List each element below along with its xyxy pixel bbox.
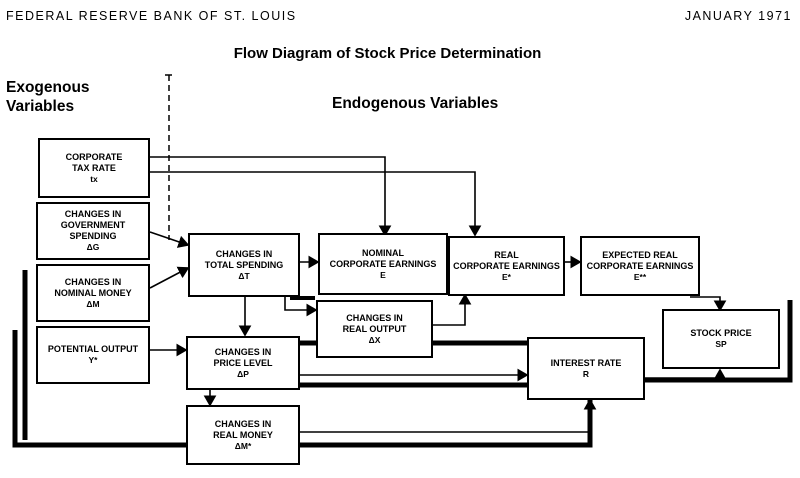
arrow-total-to-output <box>284 297 318 317</box>
box-real-output: Changes in REAL OUTPUT ΔX <box>316 300 433 358</box>
box-expected-real-earnings: EXPECTED REAL CORPORATE EARNINGS E** <box>580 236 700 296</box>
box-output-line2: REAL OUTPUT <box>342 323 407 334</box>
box-nominal-line2: CORPORATE EARNINGS <box>329 258 437 269</box>
box-real-line1: REAL <box>494 249 519 260</box>
box-gov-symbol: ΔG <box>86 242 100 252</box>
arrow-interest-to-stock <box>645 368 727 380</box>
box-real-line2: CORPORATE EARNINGS <box>453 260 560 271</box>
feedback-outer-loop <box>12 330 593 448</box>
box-nominal-corporate-earnings: NOMINAL CORPORATE EARNINGS E <box>318 233 448 295</box>
arrow-realmoney-to-interest <box>300 398 597 433</box>
box-tax-line1: CORPORATE <box>65 151 123 162</box>
exogenous-label-line2: Variables <box>6 98 75 115</box>
box-output-line1: Changes in <box>346 312 403 323</box>
box-interest-rate: INTEREST RATE R <box>527 337 645 400</box>
box-price-line1: Changes in <box>214 346 272 357</box>
box-stock-symbol: SP <box>715 339 727 349</box>
box-nominal-symbol: E <box>380 269 386 280</box>
box-real-corporate-earnings: REAL CORPORATE EARNINGS E* <box>448 236 565 296</box>
box-gov-line2: GOVERNMENT SPENDING <box>60 220 126 241</box>
box-real-money: Changes in REAL MONEY ΔM* <box>186 405 300 465</box>
box-total-spending: Changes in TOTAL SPENDING ΔT <box>188 233 300 297</box>
box-expected-symbol: E** <box>633 271 647 282</box>
box-gov-line1: Changes in <box>64 209 122 219</box>
box-total-symbol: ΔT <box>238 270 250 281</box>
exogenous-label: Exogenous Variables <box>6 78 126 116</box>
box-corporate-tax-rate: CORPORATE TAX RATE tx <box>38 138 150 198</box>
box-potential-line1: POTENTIAL OUTPUT <box>47 344 139 354</box>
exogenous-label-line1: Exogenous <box>6 79 90 96</box>
box-realmoney-line2: REAL MONEY <box>213 429 273 440</box>
box-price-level: Changes in PRICE LEVEL ΔP <box>186 336 300 390</box>
arrow-tax-to-real <box>150 171 482 237</box>
box-real-symbol: E* <box>502 271 511 282</box>
box-potential-output: POTENTIAL OUTPUT Y* <box>36 326 150 384</box>
box-nominal-money: Changes in NOMINAL MONEY ΔM <box>36 264 150 322</box>
arrow-output-to-real <box>433 293 472 326</box>
box-interest-symbol: R <box>582 368 590 379</box>
box-stock-price: STOCK PRICE SP <box>662 309 780 369</box>
box-expected-line1: EXPECTED REAL <box>602 249 678 260</box>
arrow-gov-to-total <box>149 231 190 248</box>
box-price-line2: PRICE LEVEL <box>213 357 273 368</box>
arrow-money-to-total <box>149 266 190 289</box>
box-money-line2: NOMINAL MONEY <box>54 287 132 298</box>
box-total-line1: Changes in <box>215 248 273 259</box>
box-nominal-line1: NOMINAL <box>362 247 404 258</box>
date-header: JANUARY 1971 <box>684 9 792 23</box>
box-stock-line1: STOCK PRICE <box>690 328 752 338</box>
box-realmoney-line1: Changes in <box>214 418 272 429</box>
box-realmoney-symbol: ΔM* <box>234 440 252 451</box>
diagram-title: Flow Diagram of Stock Price Determinatio… <box>233 45 542 62</box>
box-expected-line2: CORPORATE EARNINGS <box>586 260 694 271</box>
box-tax-symbol: tx <box>90 173 98 184</box>
box-interest-line1: INTEREST RATE <box>550 357 622 368</box>
box-price-symbol: ΔP <box>237 368 249 379</box>
endogenous-label: Endogenous Variables <box>332 95 499 112</box>
box-tax-line2: TAX RATE <box>72 162 116 173</box>
box-total-line2: TOTAL SPENDING <box>204 259 284 270</box>
box-money-symbol: ΔM <box>86 298 100 309</box>
box-potential-symbol: Y* <box>88 355 98 365</box>
box-money-line1: Changes in <box>64 276 122 287</box>
box-output-symbol: ΔX <box>368 334 381 345</box>
box-government-spending: Changes in GOVERNMENT SPENDING ΔG <box>36 202 150 260</box>
arrow-tax-to-nominal <box>150 156 392 237</box>
feedback-stock-return <box>645 300 793 383</box>
arrow-expected-to-stock <box>690 296 727 312</box>
publisher-header: FEDERAL RESERVE BANK OF ST. LOUIS <box>6 9 297 23</box>
